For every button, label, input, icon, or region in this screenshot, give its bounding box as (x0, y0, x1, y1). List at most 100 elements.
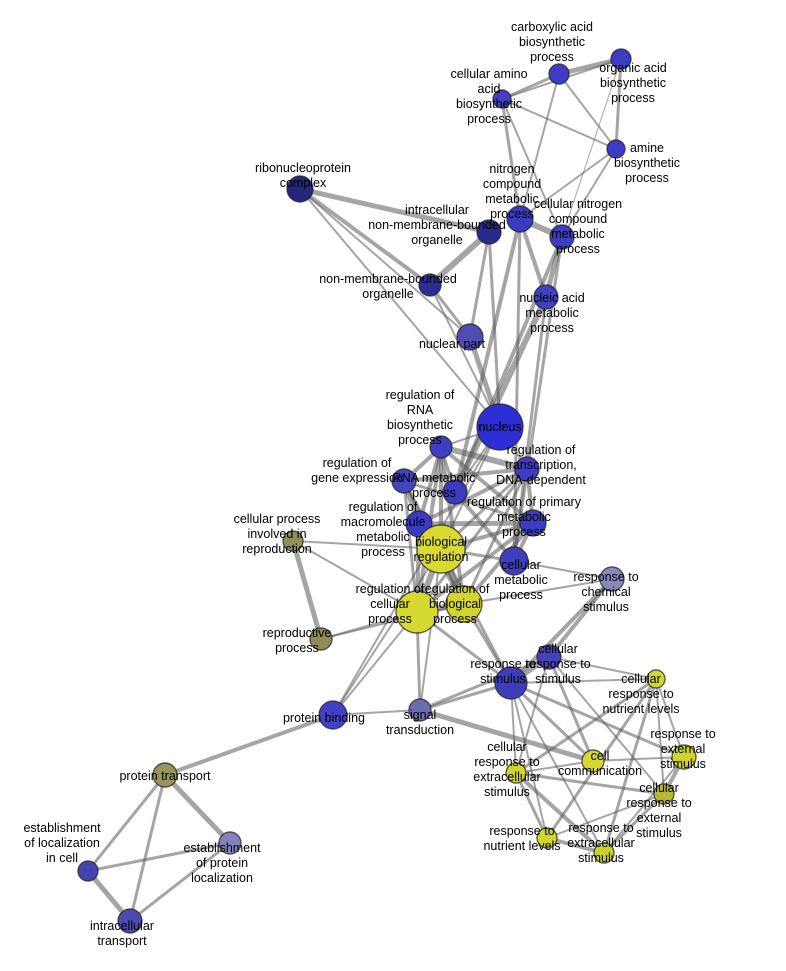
graph-node-regulation-of-transcription-dna-dependent[interactable] (514, 456, 540, 482)
graph-node-response-to-stimulus[interactable] (494, 666, 528, 700)
graph-edge (292, 540, 418, 613)
graph-edge (561, 148, 617, 238)
graph-node-cell-communication[interactable] (581, 749, 605, 773)
graph-edge (439, 445, 535, 525)
graph-edge (86, 841, 232, 873)
edge-layer (85, 56, 686, 924)
graph-edge (298, 187, 432, 287)
graph-edge (592, 756, 685, 762)
graph-edge (514, 771, 606, 855)
graph-edge (417, 467, 529, 526)
graph-node-regulation-of-biological-process[interactable] (445, 585, 483, 623)
graph-node-organic-acid-biosynthetic-process[interactable] (610, 48, 632, 70)
graph-edge (128, 773, 167, 923)
graph-node-cellular-process-involved-in-reproduction[interactable] (282, 530, 304, 552)
graph-edge (614, 57, 623, 151)
graph-node-intracellular-transport[interactable] (117, 908, 143, 934)
graph-edge (402, 479, 535, 525)
graph-edge (416, 520, 536, 527)
graph-node-response-to-external-stimulus[interactable] (671, 744, 697, 770)
graph-node-rna-metabolic-process[interactable] (442, 479, 468, 505)
graph-node-nucleus[interactable] (476, 403, 524, 451)
graph-node-non-membrane-bounded-organelle[interactable] (418, 273, 442, 297)
graph-edge (162, 772, 233, 846)
graph-edge (546, 793, 665, 839)
graph-node-cellular-response-to-external-stimulus[interactable] (653, 783, 675, 805)
graph-node-cellular-response-to-nutrient-levels[interactable] (646, 669, 666, 689)
graph-node-regulation-of-gene-expression[interactable] (391, 468, 417, 494)
graph-edge (418, 655, 551, 712)
graph-node-biological-regulation[interactable] (416, 524, 466, 574)
graph-node-cellular-response-to-stimulus[interactable] (536, 644, 562, 670)
graph-edge (419, 548, 442, 711)
graph-node-signal-transduction[interactable] (408, 698, 432, 722)
graph-node-cellular-metabolic-process[interactable] (499, 546, 529, 576)
graph-edge (453, 490, 516, 563)
graph-edge (299, 188, 471, 338)
graph-node-cellular-nitrogen-compound-metabolic-process[interactable] (549, 224, 575, 250)
graph-edge (519, 73, 560, 220)
graph-edge (514, 771, 549, 840)
graph-edge (290, 538, 324, 642)
graph-edge (515, 656, 550, 774)
graph-edge (427, 229, 492, 288)
graph-node-nucleic-acid-metabolic-process[interactable] (533, 284, 559, 310)
graph-edge (603, 756, 685, 854)
graph-edge (514, 771, 666, 796)
graph-edge (561, 58, 622, 238)
graph-node-response-to-nutrient-levels[interactable] (536, 827, 558, 849)
graph-edge (128, 841, 232, 923)
graph-edge (299, 188, 501, 428)
graph-node-cellular-response-to-extracellular-stimulus[interactable] (505, 762, 527, 784)
graph-node-ribonucleoprotein-complex[interactable] (286, 175, 314, 203)
graph-edge (510, 682, 548, 839)
graph-node-regulation-of-cellular-process[interactable] (395, 590, 439, 634)
graph-node-regulation-of-primary-metabolic-process[interactable] (519, 509, 547, 537)
graph-node-cellular-amino-acid-biosynthetic-process[interactable] (492, 89, 512, 109)
graph-node-protein-binding[interactable] (318, 700, 348, 730)
graph-node-nuclear-part[interactable] (456, 323, 484, 351)
graph-node-intracellular-non-membrane-bounded-organelle[interactable] (476, 219, 502, 245)
graph-edge (453, 217, 522, 494)
graph-node-regulation-of-rna-biosynthetic-process[interactable] (429, 435, 453, 459)
graph-node-amine-biosynthetic-process[interactable] (606, 139, 626, 159)
graph-node-protein-transport[interactable] (152, 762, 178, 788)
graph-node-establishment-of-protein-localization[interactable] (218, 831, 242, 855)
graph-node-carboxylic-acid-biosynthetic-process[interactable] (548, 63, 570, 85)
node-label-nuclear-part: nuclear part (419, 337, 486, 351)
node-label-nucleus: nucleus (478, 420, 521, 434)
graph-node-response-to-extracellular-stimulus[interactable] (593, 842, 615, 864)
node-label-protein-binding: protein binding (283, 711, 365, 725)
graph-node-response-to-chemical-stimulus[interactable] (599, 566, 625, 592)
graph-node-nitrogen-compound-metabolic-process[interactable] (506, 205, 534, 233)
graph-edge (438, 444, 530, 472)
graph-node-reproductive-process[interactable] (309, 627, 333, 651)
graph-edge (558, 73, 617, 150)
graph-node-establishment-of-localization-in-cell[interactable] (77, 860, 99, 882)
graph-edge (548, 656, 665, 795)
graph-edge (415, 521, 535, 614)
